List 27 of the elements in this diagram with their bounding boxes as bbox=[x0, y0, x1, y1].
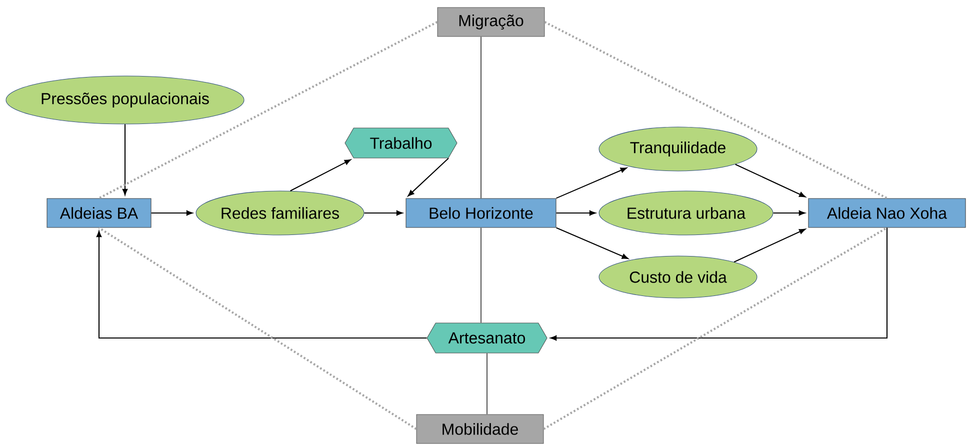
arrow bbox=[556, 227, 628, 260]
arrow bbox=[734, 228, 806, 262]
hexagon-box: Artesanato bbox=[426, 322, 548, 354]
arrow bbox=[550, 228, 888, 341]
arrow bbox=[556, 167, 627, 199]
arrow bbox=[735, 164, 806, 198]
arrow bbox=[151, 210, 193, 216]
place-box: Aldeias BA bbox=[46, 198, 152, 228]
dotted-line bbox=[543, 226, 888, 430]
arrow bbox=[408, 158, 449, 196]
arrow bbox=[364, 210, 403, 216]
dotted-line bbox=[98, 21, 438, 200]
concept-box: Migração bbox=[437, 7, 545, 37]
concept-box: Mobilidade bbox=[416, 414, 544, 444]
arrow bbox=[556, 210, 596, 216]
connector-line bbox=[486, 353, 488, 414]
arrow bbox=[96, 230, 427, 339]
place-box: Aldeia Nao Xoha bbox=[808, 198, 966, 228]
arrow bbox=[122, 124, 128, 196]
hexagon-box: Trabalho bbox=[344, 128, 458, 158]
connector-line bbox=[480, 228, 482, 323]
arrow bbox=[290, 159, 351, 192]
dotted-line bbox=[544, 21, 888, 200]
connector-line bbox=[480, 36, 482, 198]
arrow bbox=[773, 210, 806, 216]
place-box: Belo Horizonte bbox=[406, 198, 556, 228]
dotted-line bbox=[98, 226, 417, 430]
